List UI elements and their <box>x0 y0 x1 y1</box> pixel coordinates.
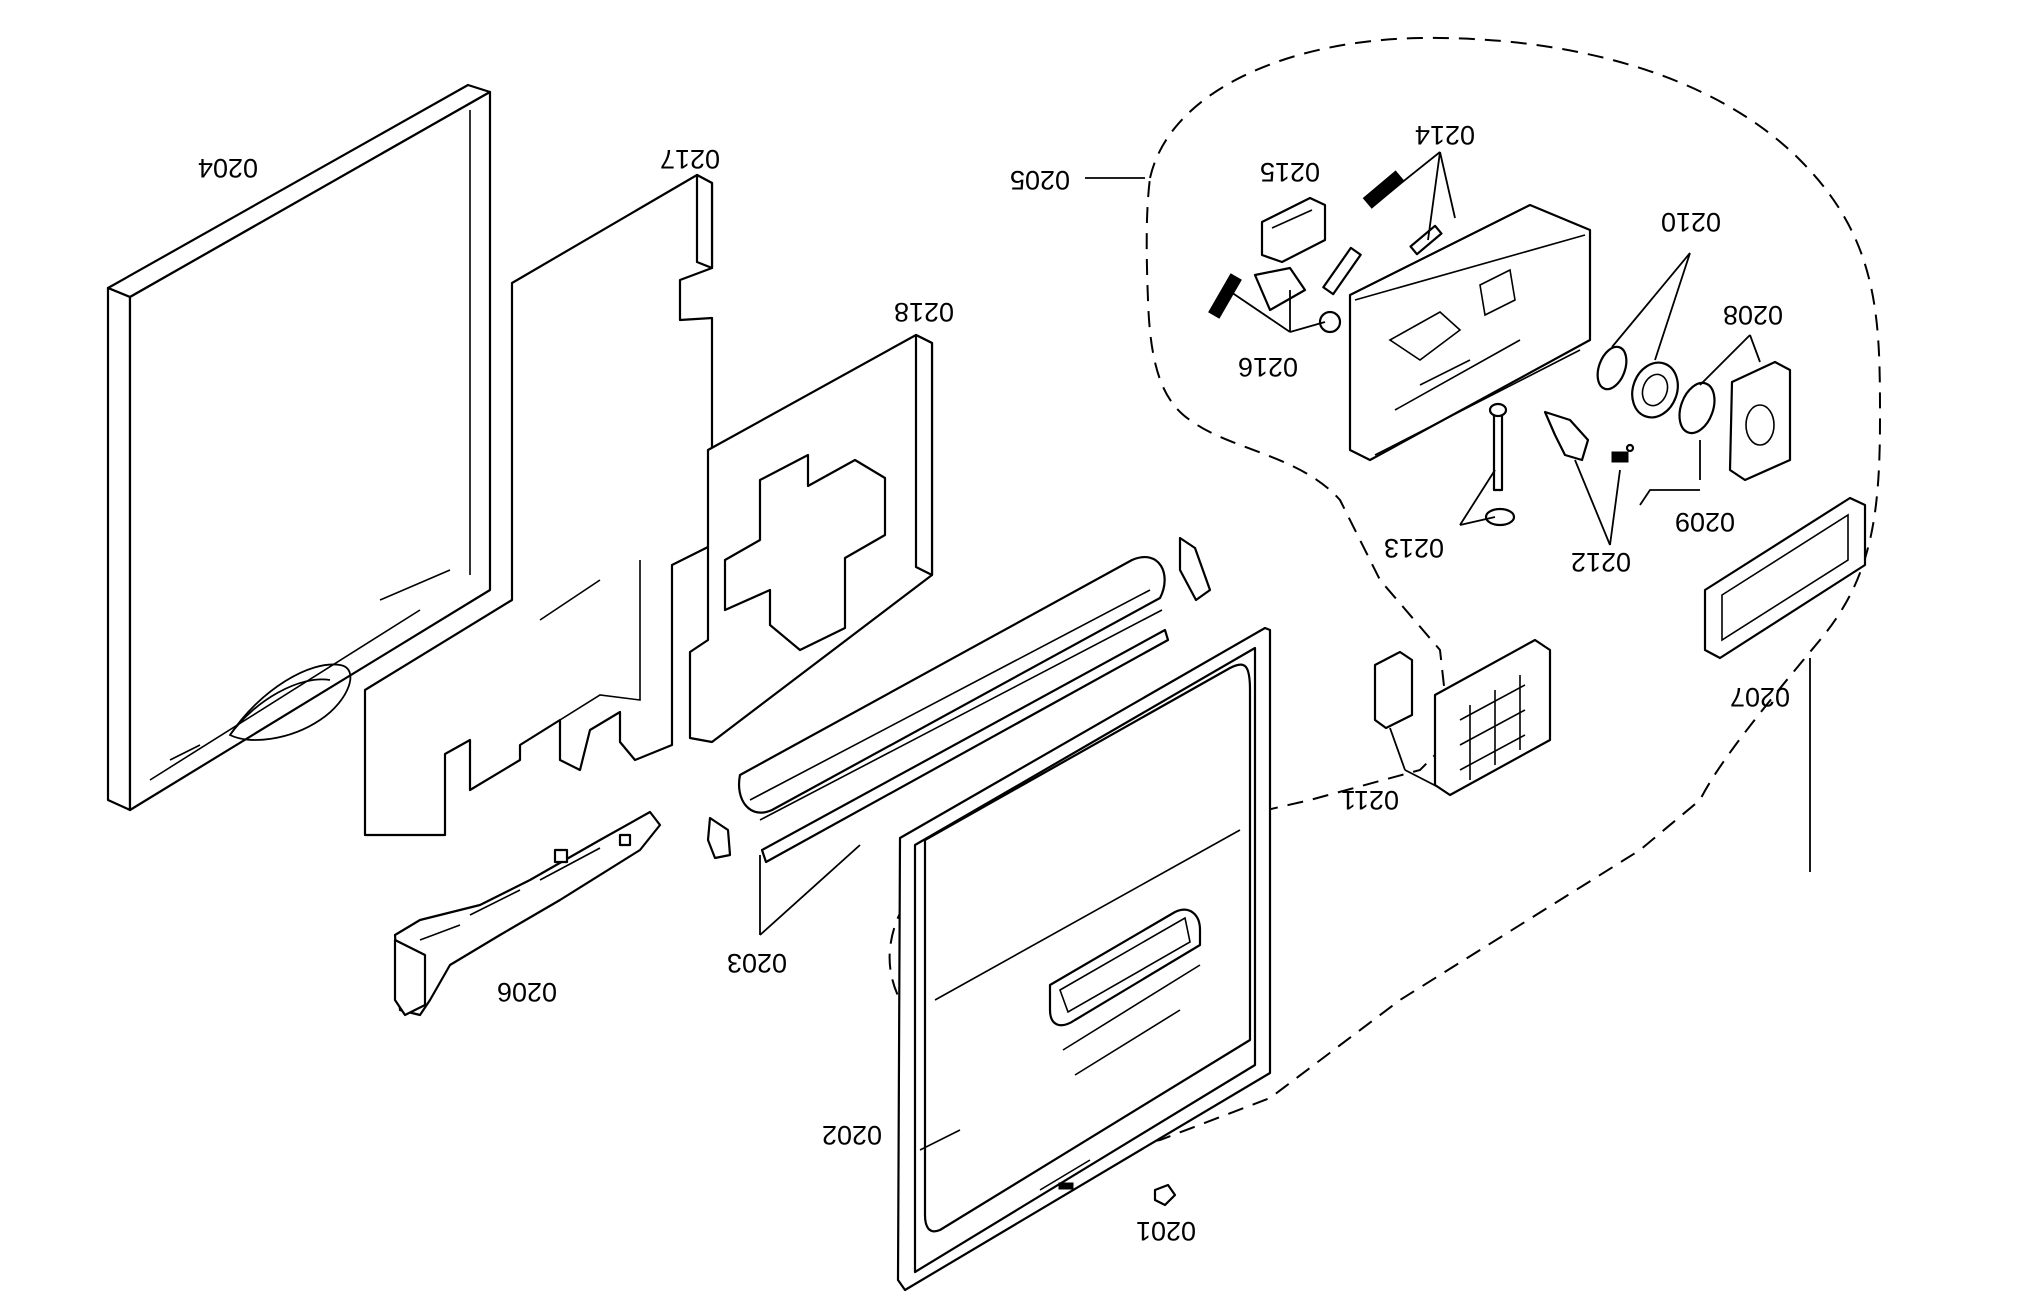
callout-0215: 0215 <box>1260 157 1320 187</box>
filter-gasket-0211 <box>1373 638 1552 797</box>
callout-0204: 0204 <box>198 153 258 183</box>
callout-0203: 0203 <box>727 948 787 978</box>
springs-0216 <box>1208 266 1342 334</box>
leader-0203 <box>759 844 861 936</box>
latch-mechanism-0206 <box>393 810 662 1017</box>
callout-0202: 0202 <box>822 1120 882 1150</box>
leader-0216 <box>1227 289 1326 333</box>
callout-0207: 0207 <box>1730 682 1790 712</box>
callout-0218: 0218 <box>894 297 954 327</box>
cover-frame-0209 <box>1703 496 1867 660</box>
cap-ring-0208 <box>1678 360 1792 482</box>
inner-insulation-0218 <box>688 333 934 744</box>
top-trim-strip-0203 <box>706 536 1212 864</box>
callout-0214: 0214 <box>1415 120 1475 150</box>
callout-0213: 0213 <box>1384 533 1444 563</box>
seals-0210 <box>1596 345 1679 419</box>
leader-0208 <box>1699 334 1761 386</box>
callout-0208: 0208 <box>1723 300 1783 330</box>
leader-0210 <box>1611 252 1691 361</box>
dispenser-housing <box>1348 203 1592 462</box>
callouts: 0204 0217 0218 0205 0214 0215 0216 0210 … <box>198 120 1790 1246</box>
callout-0205: 0205 <box>1010 165 1070 195</box>
leader-0214 <box>1389 151 1456 241</box>
callout-0206: 0206 <box>497 977 557 1007</box>
leader-0212 <box>1574 459 1621 546</box>
callout-0209: 0209 <box>1675 507 1735 537</box>
callout-0217: 0217 <box>660 144 720 174</box>
callout-0210: 0210 <box>1661 207 1721 237</box>
lever-spring-0212 <box>1543 410 1635 463</box>
leader-0209 <box>1639 440 1701 506</box>
springs-0214 <box>1322 170 1443 296</box>
pin-0213 <box>1484 402 1516 527</box>
callout-0216: 0216 <box>1238 352 1298 382</box>
callout-0211: 0211 <box>1341 785 1399 815</box>
insulation-sheet-0217 <box>363 173 714 837</box>
callout-0212: 0212 <box>1571 547 1631 577</box>
assembly-boundary-0205 <box>888 36 1882 1146</box>
outer-door-panel-0204 <box>106 83 492 812</box>
callout-0201: 0201 <box>1136 1216 1196 1246</box>
latch-clip-0215 <box>1260 196 1327 264</box>
inner-door-liner-0202 <box>896 626 1272 1292</box>
screw-0201 <box>1153 1183 1177 1207</box>
leader-0211 <box>1389 727 1441 789</box>
leader-0213 <box>1459 469 1496 526</box>
